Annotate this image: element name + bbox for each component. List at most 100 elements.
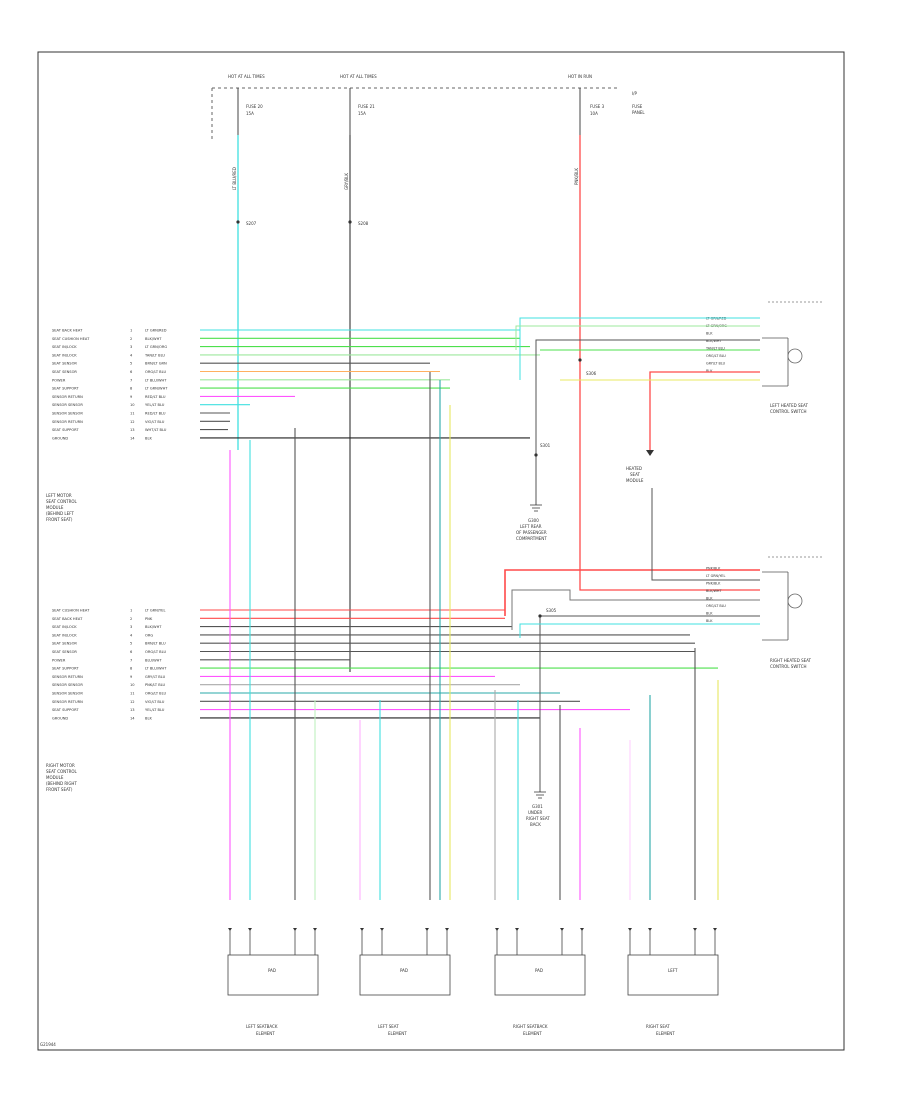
seat-element-label-2: ELEMENT <box>388 1031 407 1036</box>
ground-g300-symbol <box>530 504 542 512</box>
seat-element-box <box>627 954 719 996</box>
lower_module-pin-label: SEAT IN/LOCK <box>52 633 77 637</box>
upper_module-pin-label: GROUND <box>52 436 68 440</box>
right_switch-pin-label: ORG/LT BLU <box>706 604 726 608</box>
seat-element-label-1: LEFT SEAT <box>378 1024 399 1029</box>
inline-connector-label-3: MODULE <box>626 478 644 483</box>
upper_module-pin-label: POWER <box>52 378 66 382</box>
ground-g300-label-4: COMPARTMENT <box>516 536 547 541</box>
lower_module-pin-label: SENSOR SENSOR <box>52 683 83 687</box>
right-switch-symbol <box>787 593 803 609</box>
upper_module-pin-label: SENSOR SENSOR <box>52 412 83 416</box>
lower-module-label-line-2: SEAT CONTROL <box>46 769 78 774</box>
lower_module-pin-number: 6 <box>130 650 133 654</box>
lower-module-label-line-1: RIGHT MOTOR <box>46 763 75 768</box>
seat-element-label-2: ELEMENT <box>523 1031 542 1036</box>
fuse-2-wire-label: GRY/BLK <box>344 173 349 190</box>
ground-g301-label-2: UNDER <box>528 810 543 815</box>
lower_module-wire-label: VIO/LT BLU <box>145 700 165 704</box>
splice-s305-dot <box>538 614 542 618</box>
fuse-1-wire-label: LT BLU/RED <box>232 167 237 190</box>
upper_module-wire-label: ORG/LT BLU <box>145 370 166 374</box>
seat-element-pin <box>380 928 384 931</box>
ground-g301: G301 UNDER RIGHT SEAT BACK <box>526 750 550 827</box>
upper_module-wire-label: BLK/WHT <box>145 337 162 341</box>
left-switch-wire-ground <box>535 339 760 470</box>
lower_module-pin-label: SEAT SUPPORT <box>52 708 79 712</box>
seat-element-pin <box>293 928 297 931</box>
lower_module-wire-label: BLU/WHT <box>145 658 162 662</box>
left_switch-pin-label: TAN/LT BLU <box>705 347 725 351</box>
upper_module-pin-number: 8 <box>130 387 133 391</box>
left-switch-bracket <box>762 337 789 387</box>
lower_module-wire-label: GRY/LT BLU <box>145 675 166 679</box>
seat-element-label-2: ELEMENT <box>256 1031 275 1036</box>
upper_module-pin-number: 1 <box>130 329 132 333</box>
lower_module-pin-label: POWER <box>52 658 66 662</box>
lower-module-label-line-4: (BEHIND RIGHT <box>46 781 77 786</box>
right_switch-pin-label: BLK <box>706 612 713 616</box>
ground-g301-label-4: BACK <box>530 822 541 827</box>
seat-element-pin <box>693 928 697 931</box>
upper_module-pin-label: SEAT IN/LOCK <box>52 353 77 357</box>
upper_module-pin-number: 13 <box>130 428 135 432</box>
splice-s306-dot <box>578 358 582 362</box>
right-switch: RIGHT HEATED SEAT CONTROL SWITCH <box>762 556 822 669</box>
ground-g300: S301 G300 LEFT REAR OF PASSENGER COMPART… <box>516 440 551 541</box>
lower_module-pin-number: 14 <box>130 716 135 720</box>
lower_module-wire-label: YEL/LT BLU <box>145 708 165 712</box>
right_switch-pin-label: PNK/BLK <box>706 582 721 586</box>
lower_module-wire-label: PNK <box>145 617 153 621</box>
ground-g301-label-3: RIGHT SEAT <box>526 816 550 821</box>
upper_module-pin-number: 2 <box>130 337 132 341</box>
right-switch-label-1: RIGHT HEATED SEAT <box>770 658 812 663</box>
lower_module-pin-number: 4 <box>130 633 133 637</box>
seat-element-label-2: ELEMENT <box>656 1031 675 1036</box>
seat-element-pin <box>445 928 449 931</box>
left-switch-wire-cyan <box>519 317 760 380</box>
inline-connector: HEATED SEAT MODULE <box>626 450 654 483</box>
seat-element-tag: PAD <box>268 968 276 973</box>
upper_module-wire-label: LT BLU/WHT <box>145 378 167 382</box>
right-switch-wire-gray <box>511 589 760 630</box>
seat-element-label-1: LEFT SEATBACK <box>246 1024 278 1029</box>
right_switch-pin-label: BLK <box>706 597 713 601</box>
upper-module-label-line-1: LEFT MOTOR <box>46 493 72 498</box>
seat-element-label-1: RIGHT SEATBACK <box>513 1024 548 1029</box>
seat-element-pin <box>248 928 252 931</box>
left_switch-pin-label: GRY/LT BLU <box>706 362 726 366</box>
lower_module-pin-number: 8 <box>130 667 133 671</box>
lower_module-pin-label: GROUND <box>52 716 68 720</box>
right_switch-pin-label: PNK/BLK <box>706 567 721 571</box>
lower_module-wire-label: ORG/LT BLU <box>145 692 166 696</box>
fuse-panel-label-1: I/P <box>632 91 638 96</box>
switch-feed-wires: S306 S305 <box>504 317 760 790</box>
lower_module-wire-label: PNK/LT BLU <box>145 683 166 687</box>
left-switch-symbol <box>787 348 803 364</box>
left_switch-pin-label: BLK <box>706 369 713 373</box>
upper_module-pin-label: SENSOR SENSOR <box>52 403 83 407</box>
upper_module-pin-number: 11 <box>130 412 135 416</box>
upper-module-label-line-4: (BEHIND LEFT <box>46 511 74 516</box>
fuse-panel-label-3: PANEL <box>632 110 645 115</box>
lower_module-wire-label: BLK/WHT <box>145 625 162 629</box>
upper_module-wire-label: RED/LT BLU <box>145 395 166 399</box>
upper_module-pin-number: 12 <box>130 420 135 424</box>
splice-s305-label: S305 <box>546 608 557 613</box>
upper_module-wire-label: RED/LT BLU <box>145 412 166 416</box>
seat-element-pin <box>313 928 317 931</box>
lower_module-pin-number: 7 <box>130 658 132 662</box>
lower_module-pin-label: SEAT SENSOR <box>52 650 77 654</box>
upper_module-wire-label: VIO/LT BLU <box>145 420 165 424</box>
fuse-3-name: FUSE 3 <box>590 104 605 109</box>
right_switch-pin-label: LT GRN/YEL <box>706 574 725 578</box>
lower_module-pin-label: SEAT BACK HEAT <box>52 617 83 621</box>
left_switch-pin-label: ORG/LT BLU <box>706 354 726 358</box>
lower_module-pin-number: 9 <box>130 675 133 679</box>
lower_module-pin-label: SEAT IN/LOCK <box>52 625 77 629</box>
upper_module-wire-label: LT GRN/WHT <box>145 387 168 391</box>
upper_module-pin-label: SEAT BACK HEAT <box>52 329 83 333</box>
